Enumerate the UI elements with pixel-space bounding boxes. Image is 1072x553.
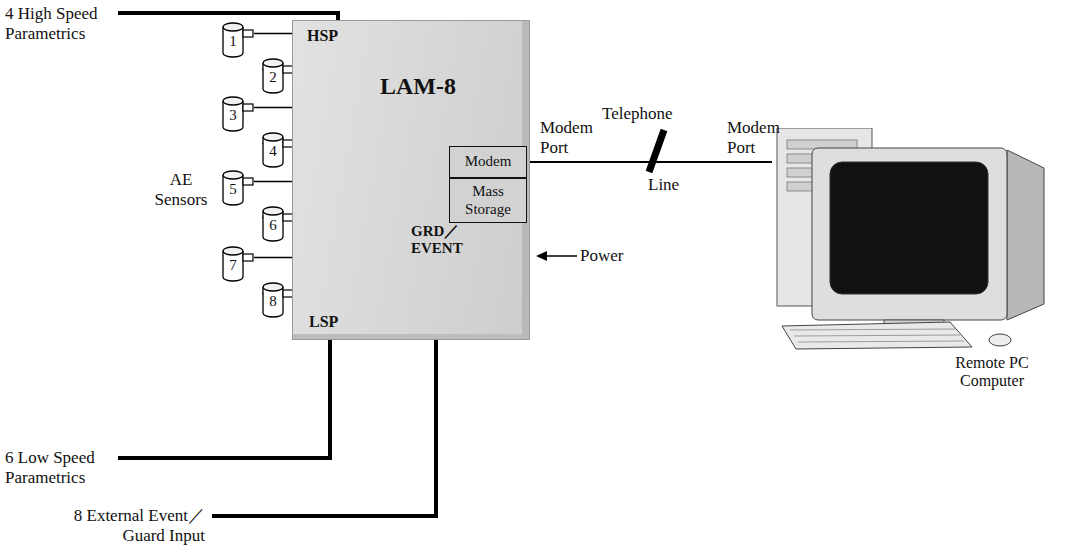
sensor-cylinder	[262, 206, 294, 242]
ae-sensor: 1	[222, 22, 254, 58]
sensor-cable	[254, 107, 292, 108]
callout-label: 6 Low Speed Parametrics	[5, 448, 117, 487]
sensor-cylinder	[222, 22, 254, 58]
port-label: LSP	[309, 313, 369, 331]
ae-sensor: 6	[262, 206, 294, 242]
sensor-number: 8	[263, 293, 283, 310]
sensor-number: 5	[223, 181, 243, 198]
ae-sensor: 5	[222, 170, 254, 206]
guard-input-cable	[212, 340, 436, 516]
ae-sensor: 8	[262, 282, 294, 318]
callout-label: 8 External Event／Guard Input	[40, 506, 205, 545]
parametric-cable	[118, 340, 330, 458]
sensor-cylinder	[262, 282, 294, 318]
sensor-cable	[254, 257, 292, 258]
callout-label: Modem Port	[727, 118, 787, 157]
module-label: Modem	[465, 153, 512, 170]
parametric-cable	[118, 13, 338, 20]
sensor-number: 6	[263, 217, 283, 234]
module-box: Modem	[449, 146, 527, 178]
sensor-cylinder	[222, 170, 254, 206]
sensor-number: 1	[223, 33, 243, 50]
callout-label: AE Sensors	[146, 170, 216, 209]
module-box: Mass Storage	[449, 178, 527, 223]
sensor-cable	[254, 181, 292, 182]
sensor-number: 2	[263, 69, 283, 86]
module-label: Mass Storage	[454, 183, 522, 218]
lam8-unit: HSP LAM-8GRD／ EVENT LSP ModemMass Storage	[292, 20, 530, 340]
computer-illustration	[772, 128, 1062, 350]
sensor-number: 3	[223, 107, 243, 124]
sensor-cylinder	[222, 96, 254, 132]
port-label: GRD／ EVENT	[411, 223, 477, 258]
port-label: HSP	[307, 27, 367, 45]
sensor-number: 4	[263, 143, 283, 160]
callout-label: Modem Port	[540, 118, 600, 157]
modem-line	[527, 161, 772, 163]
computer-caption: Remote PC Computer	[937, 354, 1047, 391]
telephone-line-symbol	[649, 130, 664, 172]
line-label: Telephone	[602, 104, 692, 124]
ae-sensor: 4	[262, 132, 294, 168]
power-arrowhead	[536, 251, 547, 261]
power-arrow	[545, 255, 577, 257]
callout-label: 4 High Speed Parametrics	[5, 4, 117, 43]
sensor-number: 7	[223, 257, 243, 274]
ae-sensor: 2	[262, 58, 294, 94]
unit-name: LAM-8	[353, 73, 483, 101]
remote-computer: Remote PC Computer	[772, 128, 1062, 396]
line-label: Line	[648, 175, 698, 195]
sensor-cable	[254, 33, 292, 34]
sensor-cylinder	[262, 132, 294, 168]
power-label: Power	[580, 246, 640, 266]
sensor-cylinder	[262, 58, 294, 94]
ae-sensor: 7	[222, 246, 254, 282]
sensor-cylinder	[222, 246, 254, 282]
ae-sensor: 3	[222, 96, 254, 132]
